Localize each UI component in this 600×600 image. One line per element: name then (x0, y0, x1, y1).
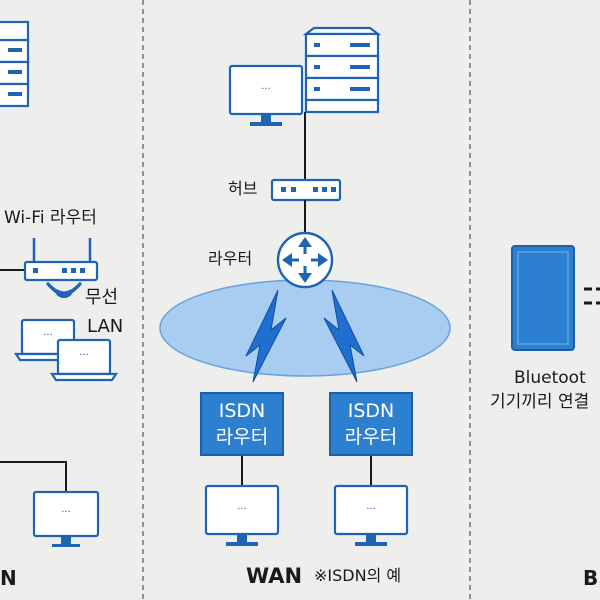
lan-label: LAN (87, 316, 124, 337)
left-caption: N (0, 566, 17, 590)
right-caption: B (583, 566, 599, 590)
isdn-router-1: ISDN 라우터 (200, 392, 284, 456)
svg-text:···: ··· (61, 507, 71, 518)
hub-label: 허브 (228, 179, 258, 198)
server-icon-left (0, 20, 30, 108)
server-icon-center (302, 26, 382, 114)
svg-text:···: ··· (261, 84, 271, 95)
isdn-router-2: ISDN 라우터 (329, 392, 413, 456)
isdn-router-1-line2: 라우터 (215, 426, 269, 448)
isdn-router-2-line2: 라우터 (344, 426, 398, 448)
isdn-router-1-line1: ISDN (218, 400, 266, 422)
isdn-router-2-line1: ISDN (347, 400, 395, 422)
svg-text:···: ··· (79, 350, 89, 361)
laptop-icon-2: ··· (49, 338, 119, 382)
lightning-icon-left (245, 289, 287, 383)
bluetooth-device-icon (511, 245, 575, 351)
hub-icon (270, 178, 342, 202)
monitor-icon-top: ··· (228, 64, 304, 126)
svg-text:···: ··· (43, 330, 53, 341)
monitor-icon-bottom-1: ··· (204, 484, 280, 546)
wan-caption: WAN (246, 564, 303, 588)
left-wired-line (0, 461, 67, 492)
router-label: 라우터 (208, 249, 253, 268)
wifi-router-label: Wi-Fi 라우터 (4, 208, 97, 228)
monitor-icon-bottom-2: ··· (333, 484, 409, 546)
router-icon (276, 231, 334, 289)
lightning-icon-right (323, 289, 365, 383)
wifi-router-icon (23, 238, 99, 282)
wireless-wave-icon (46, 282, 82, 299)
wan-caption-note: ※ISDN의 예 (314, 566, 402, 585)
monitor-icon-left: ··· (32, 490, 100, 547)
wireless-label: 무선 (85, 287, 119, 308)
bluetooth-connection-dashes (584, 287, 600, 305)
wan-cloud (159, 279, 451, 377)
bluetooth-label-2: 기기끼리 연결 (490, 392, 590, 412)
bluetooth-label-1: Bluetoot (514, 368, 586, 388)
svg-text:···: ··· (237, 504, 247, 515)
svg-text:···: ··· (366, 504, 376, 515)
